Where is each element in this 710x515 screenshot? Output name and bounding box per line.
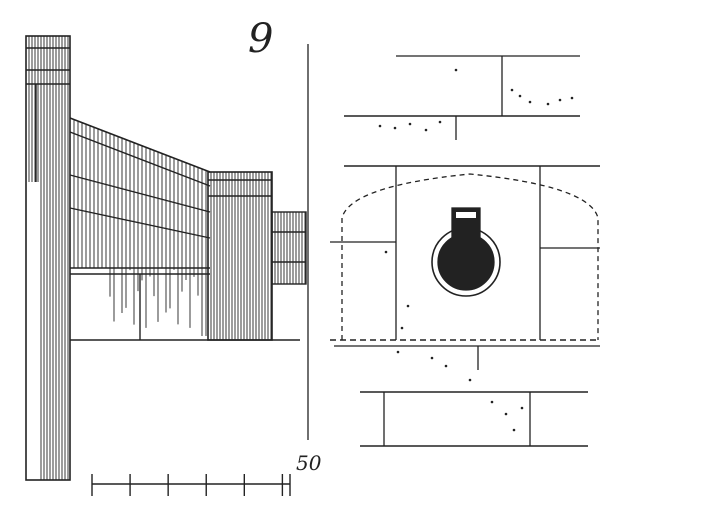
block-hatch (210, 172, 272, 340)
plan-view (330, 55, 600, 447)
figure-number: 9 (248, 16, 273, 62)
sloped-wall (73, 119, 207, 336)
bolt-keyhole (431, 207, 501, 297)
scale-bar-label: 50 (296, 451, 322, 475)
scale-bar (91, 474, 291, 496)
elevation-view (25, 35, 309, 481)
protrusion (274, 212, 306, 284)
left-post (28, 36, 69, 480)
stone-texture (378, 68, 574, 432)
